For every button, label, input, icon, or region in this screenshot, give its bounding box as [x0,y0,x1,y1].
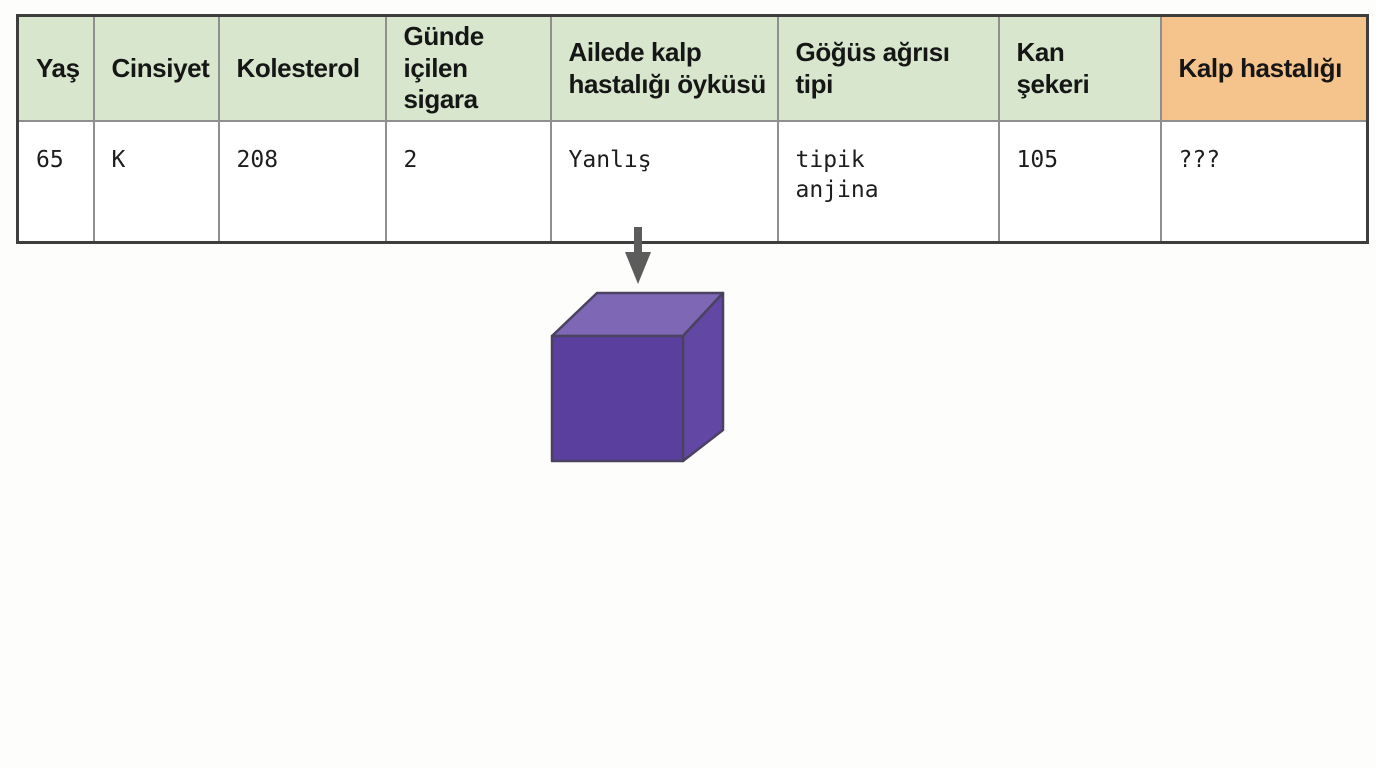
header-cell-cinsiyet: Cinsiyet [92,14,220,122]
header-cell-kolesterol: Kolesterol [217,14,387,122]
header-cell-yas: Yaş [16,14,95,122]
cell-sigara: 2 [384,120,552,244]
model-cube [535,283,731,474]
cell-kalp-hastaligi: ??? [1159,120,1369,244]
cell-kolesterol: 208 [217,120,387,244]
table-row: 65 K 208 2 Yanlış tipik anjina 105 ??? [16,120,1369,244]
header-cell-sigara: Günde içilen sigara [384,14,552,122]
patient-data-table: Yaş Cinsiyet Kolesterol Günde içilen sig… [16,14,1369,244]
table-header-row: Yaş Cinsiyet Kolesterol Günde içilen sig… [16,14,1369,122]
cell-yas: 65 [16,120,95,244]
header-cell-aile-oykusu: Ailede kalp hastalığı öyküsü [549,14,779,122]
header-cell-gogus-agrisi: Göğüs ağrısı tipi [776,14,1000,122]
cell-gogus-agrisi: tipik anjina [776,120,1000,244]
header-cell-kan-sekeri: Kan şekeri [997,14,1162,122]
down-arrow-icon [623,227,653,290]
cell-kan-sekeri: 105 [997,120,1162,244]
header-cell-kalp-hastaligi: Kalp hastalığı [1159,14,1369,122]
cube-front-face [550,334,685,463]
cell-cinsiyet: K [92,120,220,244]
cell-aile-oykusu: Yanlış [549,120,779,244]
